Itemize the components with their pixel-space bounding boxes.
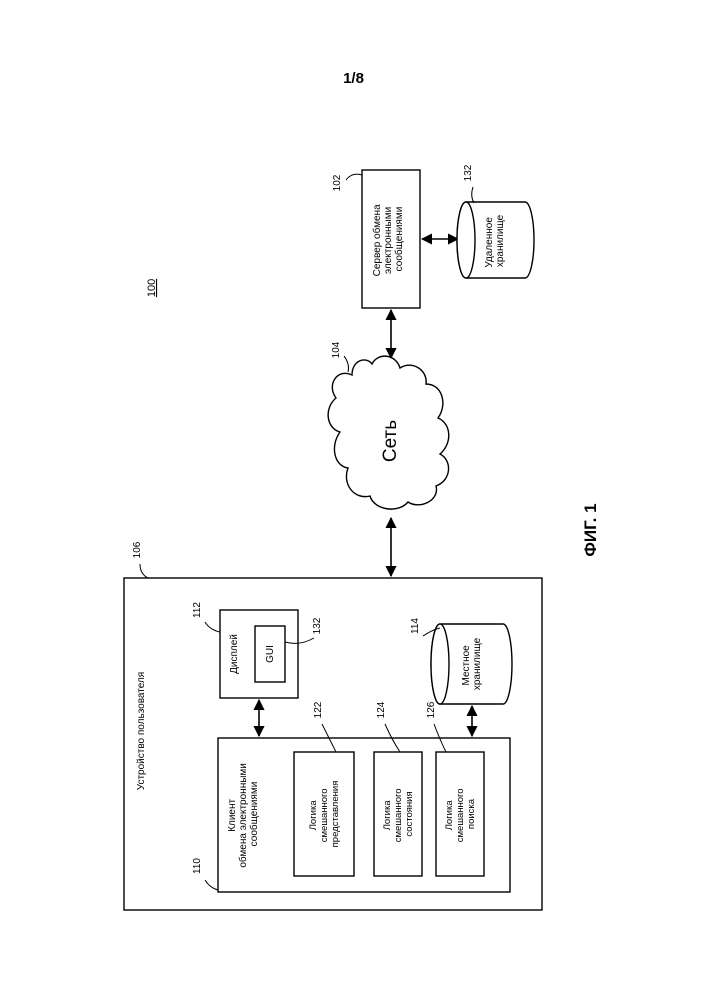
user-device-ref: 106 xyxy=(132,541,143,558)
server-label-line-1: Сервер обмена xyxy=(371,204,383,276)
local-storage-line-1: Местное xyxy=(461,645,472,686)
server-leader-line xyxy=(346,174,362,180)
local-storage-ref: 114 xyxy=(410,618,421,634)
logic-presentation-ref: 122 xyxy=(313,701,324,718)
display-label: Дисплей xyxy=(229,634,240,674)
client-label-line-2: обмена электронными xyxy=(237,763,249,868)
local-storage-line-2: хранилище xyxy=(472,637,483,690)
server-label-line-2: электронными xyxy=(383,207,394,274)
logic-state-ref: 124 xyxy=(376,701,387,718)
user-device-label: Устройство пользователя xyxy=(136,672,147,790)
logic-search-line-2: смешанного xyxy=(455,788,466,842)
remote-storage-line-2: хранилище xyxy=(495,214,506,267)
remote-storage-ref: 132 xyxy=(463,164,474,181)
remote-storage-leader-line xyxy=(472,187,474,203)
network-label: Сеть xyxy=(380,420,401,462)
local-storage-label: Местное хранилище xyxy=(461,637,483,690)
display-ref: 112 xyxy=(192,602,203,618)
client-label-line-3: сообщениями xyxy=(248,782,260,847)
gui-ref: 132 xyxy=(312,617,323,634)
logic-presentation-line-1: Логика xyxy=(308,800,319,831)
logic-state-line-3: состояния xyxy=(404,791,415,836)
server-label: Сервер обмена электронными сообщениями xyxy=(371,202,405,277)
remote-storage-line-1: Удаленное xyxy=(484,217,495,268)
network-ref: 104 xyxy=(331,341,342,358)
server-label-line-3: сообщениями xyxy=(393,207,405,272)
user-device-leader-line xyxy=(140,564,148,578)
logic-search-line-3: поиска xyxy=(466,798,477,829)
logic-state-line-1: Логика xyxy=(382,800,393,831)
gui-label: GUI xyxy=(265,645,276,663)
figure-caption: ФИГ. 1 xyxy=(581,503,600,556)
logic-search-line-1: Логика xyxy=(444,800,455,831)
network-leader-line xyxy=(344,356,349,372)
logic-search-ref: 126 xyxy=(426,701,437,718)
client-label-line-1: Клиент xyxy=(227,799,238,832)
server-ref: 102 xyxy=(332,174,343,191)
figure-ref-number: 100 xyxy=(146,279,158,297)
remote-storage-label: Удаленное хранилище xyxy=(484,214,506,267)
logic-presentation-line-3: представления xyxy=(330,781,341,848)
logic-state-line-2: смешанного xyxy=(393,788,404,842)
logic-presentation-line-2: смешанного xyxy=(319,788,330,842)
client-ref: 110 xyxy=(192,858,203,874)
